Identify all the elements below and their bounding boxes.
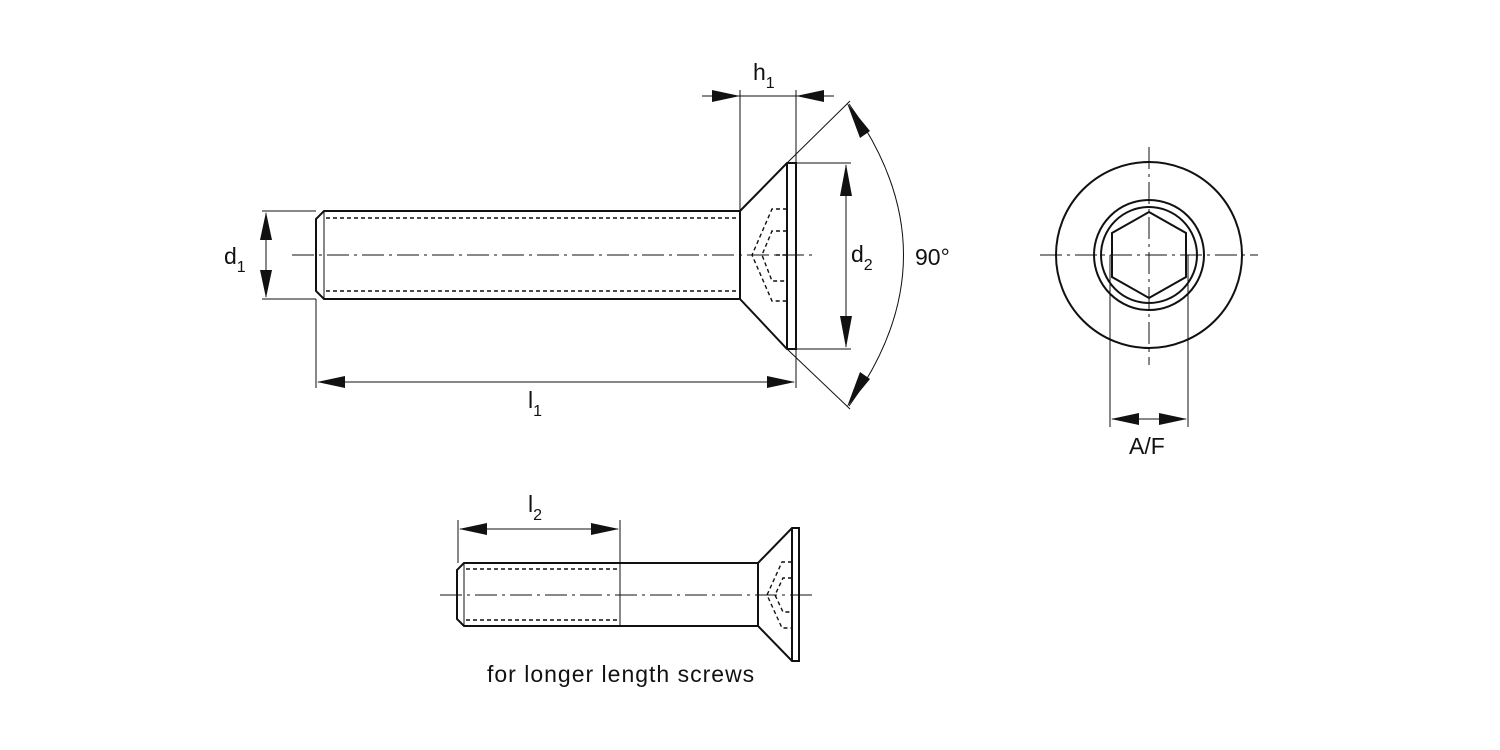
l1-arrow-right — [767, 376, 795, 388]
angle-ext-top — [786, 100, 851, 164]
shank-outline — [315, 210, 740, 300]
angle-ext-bottom — [786, 348, 851, 410]
d2-label: d2 — [851, 241, 873, 274]
af-label: A/F — [1129, 433, 1165, 459]
d1-arrow-bottom — [260, 270, 272, 298]
caption: for longer length screws — [487, 661, 755, 687]
side-view: d1 d2 h1 l1 90° — [224, 59, 950, 420]
end-view: A/F — [1040, 147, 1258, 459]
l2-arrow-left — [459, 523, 487, 535]
angle-label: 90° — [915, 244, 950, 270]
d1-label: d1 — [224, 243, 246, 276]
h1-arrow-left — [712, 90, 740, 102]
angle-arrow-bottom — [847, 372, 870, 407]
l1-label: l1 — [528, 387, 542, 420]
d2-arrow-top — [840, 164, 852, 196]
long-screw-view: l2 for longer length screws — [440, 491, 812, 687]
l2-arrow-right — [591, 523, 619, 535]
socket-hidden-inner — [761, 230, 787, 282]
angle-arrow-top — [847, 103, 870, 138]
d2-arrow-bottom — [840, 316, 852, 348]
h1-label: h1 — [753, 59, 775, 92]
d1-arrow-top — [260, 212, 272, 240]
long-socket-hidden — [766, 561, 792, 629]
af-arrow-right — [1159, 413, 1187, 425]
long-socket-hidden-inner — [774, 577, 792, 613]
angle-arc — [848, 103, 904, 407]
l1-arrow-left — [317, 376, 345, 388]
h1-arrow-right — [796, 90, 824, 102]
af-arrow-left — [1111, 413, 1139, 425]
l2-label: l2 — [528, 491, 542, 524]
